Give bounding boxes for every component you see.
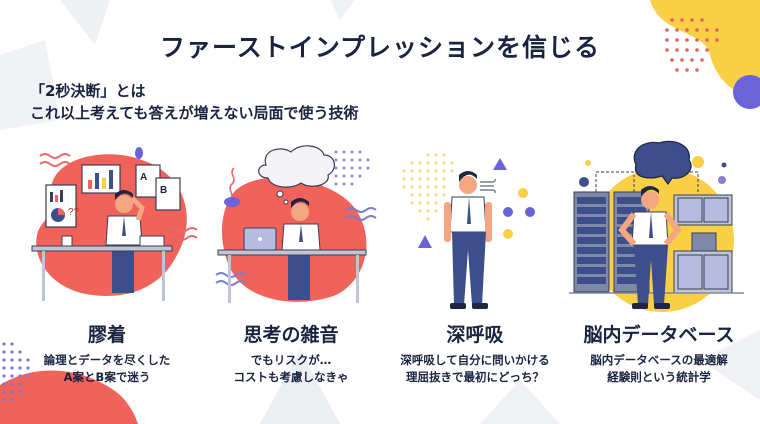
- dot-pattern-top-right: [665, 18, 719, 72]
- desc-line-1: 脳内データベースの最適解: [590, 353, 728, 367]
- man-with-laptop-illustration: [215, 145, 377, 303]
- panel-heading: 膠着: [87, 324, 126, 346]
- subtitle-line-2: これ以上考えても答えが増えない局面で使う技術: [30, 104, 359, 122]
- desc-line-2: 経験則という統計学: [607, 370, 711, 384]
- doc-b-label: B: [160, 185, 167, 196]
- desc-line-1: 論理とデータを尽くした: [43, 353, 171, 367]
- panel-description: 脳内データベースの最適解 経験則という統計学: [564, 352, 754, 386]
- desc-line-1: 深呼吸して自分に問いかける: [400, 353, 550, 367]
- dot-pattern-bottom-left: [2, 342, 30, 402]
- panel-brain-database: 脳内データベース 脳内データベースの最適解 経験則という統計学: [564, 140, 754, 420]
- doc-a-label: A: [140, 172, 147, 183]
- panel-heading: 脳内データベース: [583, 324, 735, 346]
- desc-line-1: でもリスクが…: [250, 353, 332, 367]
- desc-line-2: コストも考慮しなきゃ: [233, 370, 349, 384]
- question-marks: ??: [68, 207, 80, 218]
- confused-man-illustration: A B ??: [31, 147, 198, 301]
- breathing-man-illustration: [402, 153, 535, 309]
- panel-heading: 思考の雑音: [243, 324, 339, 346]
- slide-title: ファーストインプレッションを信じる: [159, 33, 600, 62]
- slide-subtitle: 「2秒決断」とは これ以上考えても答えが増えない局面で使う技術: [30, 80, 359, 124]
- panel-description: 深呼吸して自分に問いかける 理屈抜きで最初にどっち？: [380, 352, 570, 386]
- subtitle-line-1: 「2秒決断」とは: [30, 82, 146, 100]
- panel-description: 論理とデータを尽くした A案とB案で迷う: [12, 352, 202, 386]
- panel-description: でもリスクが… コストも考慮しなきゃ: [196, 352, 386, 386]
- panel-deep-breath: 深呼吸 深呼吸して自分に問いかける 理屈抜きで最初にどっち？: [380, 140, 570, 420]
- desc-line-2: 理屈抜きで最初にどっち？: [406, 370, 544, 384]
- panel-deadlock: A B ?? 膠着 論理とデータを尽くした A案とB案で迷う: [12, 140, 202, 420]
- panel-heading: 深呼吸: [446, 324, 504, 346]
- desc-line-2: A案とB案で迷う: [63, 370, 151, 384]
- brain-database-illustration: [569, 140, 744, 312]
- panel-thinking-noise: 思考の雑音 でもリスクが… コストも考慮しなきゃ: [196, 140, 386, 420]
